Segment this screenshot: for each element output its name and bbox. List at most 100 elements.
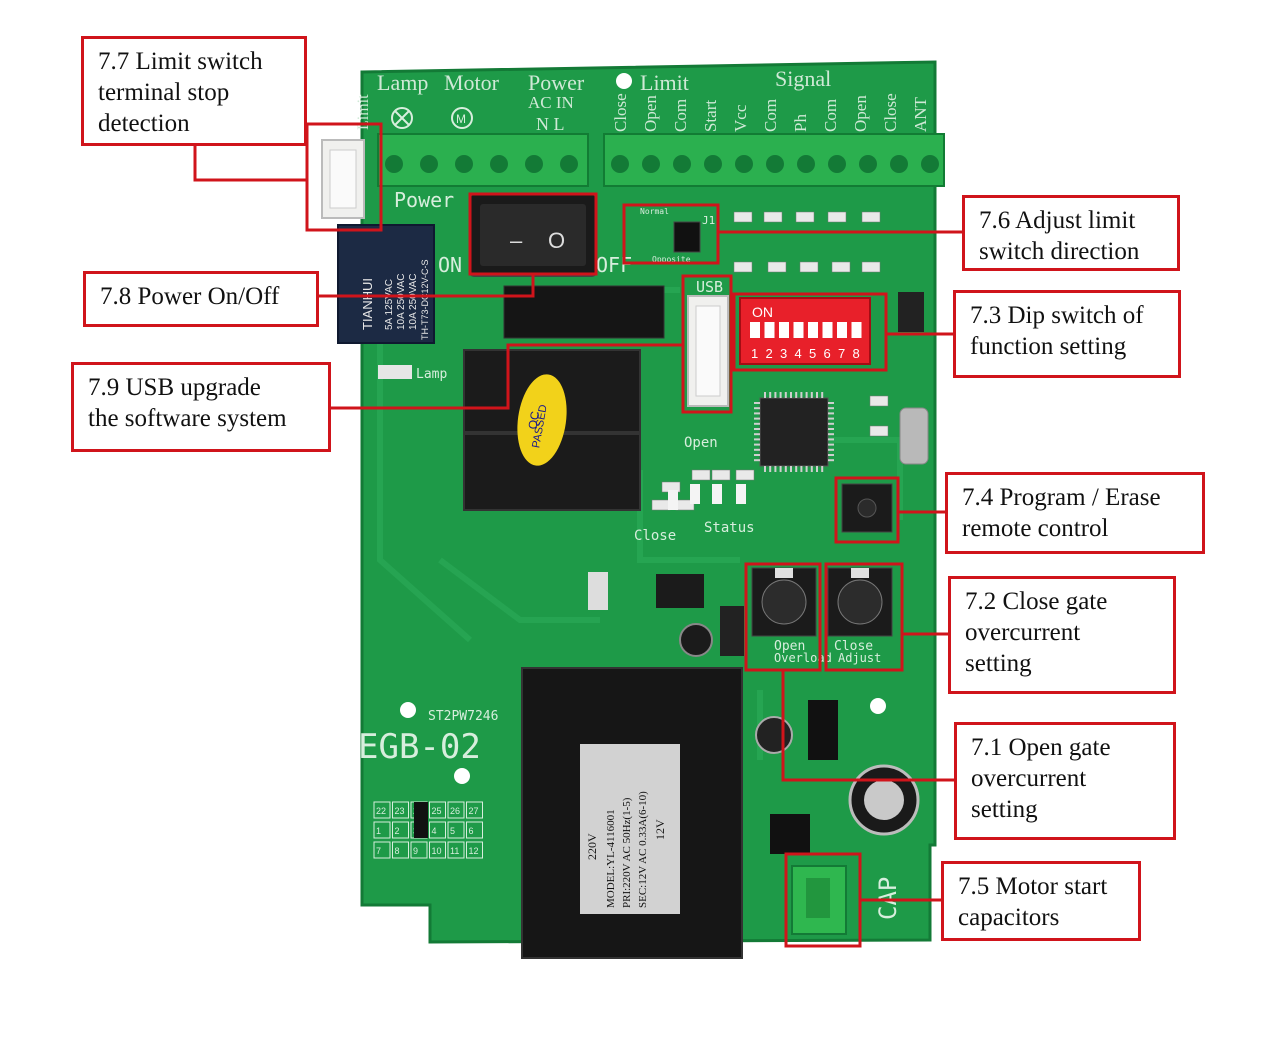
pin-label: Open [851, 95, 870, 132]
cap-connector[interactable] [791, 865, 847, 935]
mount-hole-right [870, 698, 886, 714]
program-highlight [834, 476, 900, 544]
terminal-screw[interactable] [859, 155, 877, 173]
open-overload-pot[interactable] [751, 567, 817, 637]
power-rocker-switch[interactable]: – O [469, 193, 597, 277]
callout-open-overcurrent: 7.1 Open gate overcurrent setting [954, 722, 1176, 840]
terminal-screw[interactable] [766, 155, 784, 173]
limit-connector[interactable] [321, 139, 365, 219]
callout-7-7-line-2: terminal stop [98, 79, 230, 106]
j1-jumper[interactable] [673, 221, 701, 253]
motor-symbol-icon [451, 107, 473, 129]
grid-cell [447, 821, 465, 839]
smd-part [831, 261, 851, 273]
relay-text-1: 5A 125VAC [384, 279, 395, 330]
smd-part [827, 211, 847, 223]
lamp-silk: Lamp [416, 367, 447, 382]
pin-label: Close [611, 93, 630, 132]
jumper-number-grid: 222324252627123456789101112 [373, 801, 483, 859]
dip-key[interactable] [779, 322, 789, 338]
callout-close-overcurrent: 7.2 Close gate overcurrent setting [948, 576, 1176, 694]
pin-label: Open [641, 95, 660, 132]
terminal-screw[interactable] [735, 155, 753, 173]
dip-key[interactable] [764, 322, 775, 338]
callout-usb: 7.9 USB upgrade the software system [71, 362, 331, 452]
open-led-silk: Open [684, 435, 718, 451]
dip-key[interactable] [851, 322, 862, 338]
dip-key[interactable] [837, 322, 847, 338]
dip-number: 2 [766, 346, 773, 361]
pin-label: Close [881, 93, 900, 132]
dip-number: 4 [795, 346, 802, 361]
overload-silk: Overload [774, 651, 832, 665]
callout-adjust-limit: 7.6 Adjust limit switch direction [962, 195, 1180, 271]
usb-connector[interactable] [687, 295, 729, 407]
relay-text-3: 10A 250VAC [408, 273, 419, 330]
terminal-screw[interactable] [673, 155, 691, 173]
mosfet [720, 606, 744, 656]
grid-cell [447, 841, 465, 859]
mount-hole-left [400, 702, 416, 718]
close-adjust-pot[interactable] [827, 567, 893, 637]
left-terminal-block[interactable] [377, 133, 589, 187]
terminal-screw[interactable] [611, 155, 629, 173]
xfmr-12v: 12V [653, 819, 667, 840]
smd-part [767, 261, 787, 273]
dip-key[interactable] [808, 322, 818, 338]
pin-label: Com [671, 99, 690, 132]
grid-number: 22 [376, 806, 386, 816]
dip-number: 7 [838, 346, 845, 361]
dip-key[interactable] [793, 322, 804, 338]
qc-passed-sticker: QC PASSED [517, 374, 567, 466]
signal-terminal-block[interactable] [603, 133, 945, 187]
callout-7-3-line-2: function setting [970, 333, 1127, 360]
on-silk: ON [438, 253, 462, 277]
program-button[interactable] [841, 483, 893, 533]
dip-number: 6 [824, 346, 831, 361]
grid-number: 9 [413, 846, 418, 856]
qc-label: QC [525, 410, 542, 430]
led [668, 490, 678, 510]
mount-hole-mid [454, 768, 470, 784]
dip-key[interactable] [750, 322, 760, 338]
terminal-screw[interactable] [455, 155, 473, 173]
terminal-screw[interactable] [797, 155, 815, 173]
terminal-screw[interactable] [921, 155, 939, 173]
terminal-screw[interactable] [385, 155, 403, 173]
crystal-oscillator [899, 407, 929, 465]
terminal-screw[interactable] [890, 155, 908, 173]
dip-number: 1 [751, 346, 758, 361]
grid-cell [466, 841, 483, 859]
grid-cell [466, 801, 483, 819]
grid-number: 7 [376, 846, 381, 856]
terminal-screw[interactable] [642, 155, 660, 173]
terminal-screw[interactable] [490, 155, 508, 173]
relay-text-2: 10A 250VAC [396, 273, 407, 330]
callout-7-8-line-1: 7.8 Power On/Off [100, 283, 280, 310]
callout-7-5-line-1: 7.5 Motor start [958, 873, 1108, 900]
grid-number: 6 [469, 826, 474, 836]
grid-cell [429, 801, 446, 819]
mcu-chip [754, 392, 834, 472]
lamp-cross-icon [394, 110, 410, 126]
led-indicators [668, 484, 746, 510]
callout-7-9-line-1: 7.9 USB upgrade [88, 374, 261, 401]
callout-7-7-line-1: 7.7 Limit switch [98, 48, 263, 75]
smd-part [861, 261, 881, 273]
callout-7-1-line-3: setting [971, 796, 1038, 823]
fuse-holder [503, 285, 665, 339]
terminal-screw[interactable] [828, 155, 846, 173]
callout-7-2-line-3: setting [965, 650, 1032, 677]
terminal-screw[interactable] [704, 155, 722, 173]
motor-header: Motor [444, 70, 500, 95]
terminal-screw[interactable] [560, 155, 578, 173]
adjust-silk: Adjust [838, 651, 881, 665]
svg-text:M: M [456, 112, 466, 126]
serial-silk: ST2PW7246 [428, 709, 498, 724]
dip-key[interactable] [822, 322, 833, 338]
terminal-screw[interactable] [525, 155, 543, 173]
terminal-screw[interactable] [420, 155, 438, 173]
small-capacitor [679, 623, 713, 657]
